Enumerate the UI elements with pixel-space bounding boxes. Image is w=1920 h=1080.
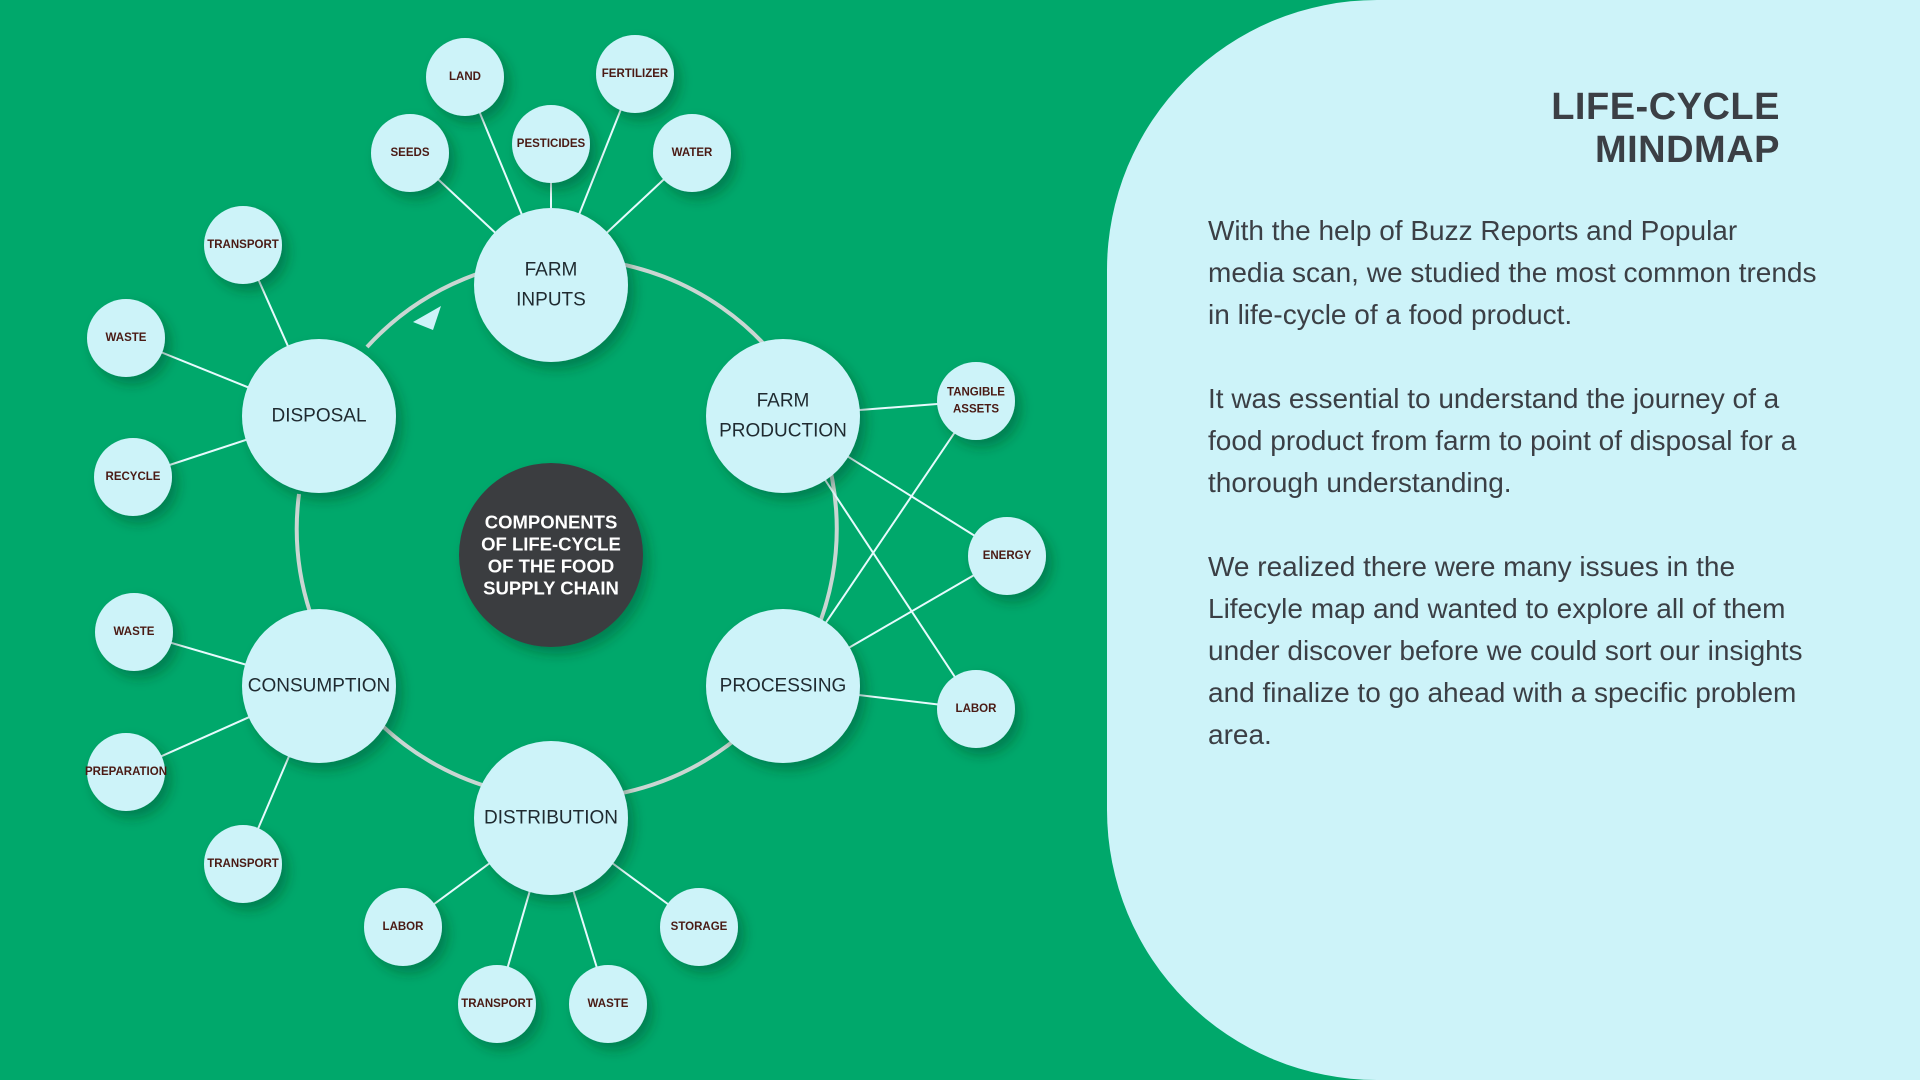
leaf-labor-distribution: LABOR: [364, 888, 442, 966]
panel-paragraph-1: With the help of Buzz Reports and Popula…: [1208, 215, 1817, 330]
stage-distribution-label: DISTRIBUTION: [484, 808, 618, 829]
leaf-waste-disposal: WASTE: [87, 299, 165, 377]
leaf-seeds-circle: [371, 114, 449, 192]
leaf-land-circle: [426, 38, 504, 116]
leaf-energy-label: ENERGY: [983, 550, 1032, 562]
leaf-land-label: LAND: [449, 71, 481, 83]
stage-farm-production-label: FARM: [757, 391, 810, 412]
leaf-preparation-circle: [87, 733, 165, 811]
leaf-waste-consumption-circle: [95, 593, 173, 671]
panel-body: With the help of Buzz Reports and Popula…: [1208, 210, 1818, 798]
stage-farm-inputs-label: INPUTS: [516, 290, 586, 311]
stage-consumption-label: CONSUMPTION: [248, 676, 391, 697]
stage-distribution-circle: [474, 741, 628, 895]
center-node-label: COMPONENTS: [485, 512, 618, 533]
leaf-pesticides-label: PESTICIDES: [517, 138, 586, 150]
leaf-tangible-assets-label: TANGIBLE: [947, 387, 1005, 399]
leaf-water-circle: [653, 114, 731, 192]
leaf-transport-consumption-circle: [204, 825, 282, 903]
leaf-transport-consumption: TRANSPORT: [204, 825, 282, 903]
stage-disposal: DISPOSAL: [242, 339, 396, 493]
leaf-recycle-label: RECYCLE: [106, 471, 161, 483]
leaf-waste-distribution-label: WASTE: [588, 998, 629, 1010]
leaf-transport-distribution-circle: [458, 965, 536, 1043]
stage-farm-inputs-label: FARM: [525, 260, 578, 281]
leaf-labor-processing-label: LABOR: [956, 703, 998, 715]
panel-title: LIFE-CYCLE MINDMAP: [1551, 86, 1780, 171]
stage-disposal-label: DISPOSAL: [271, 406, 366, 427]
leaf-preparation: PREPARATION: [85, 733, 167, 811]
leaf-water: WATER: [653, 114, 731, 192]
leaf-tangible-assets: TANGIBLE ASSETS: [937, 362, 1015, 440]
leaf-transport-disposal-label: TRANSPORT: [207, 239, 279, 251]
leaf-pesticides: PESTICIDES: [512, 105, 590, 183]
leaf-labor-processing: LABOR: [937, 670, 1015, 748]
stage-disposal-circle: [242, 339, 396, 493]
leaf-waste-disposal-circle: [87, 299, 165, 377]
leaf-labor-distribution-label: LABOR: [383, 921, 425, 933]
leaf-pesticides-circle: [512, 105, 590, 183]
center-node-circle: [459, 463, 643, 647]
leaf-transport-disposal-circle: [204, 206, 282, 284]
stage-farm-production-label: PRODUCTION: [719, 421, 847, 442]
leaf-water-label: WATER: [672, 147, 713, 159]
panel-paragraph-2: It was essential to understand the journ…: [1208, 383, 1797, 498]
stage-farm-production: FARM PRODUCTION: [706, 339, 860, 493]
leaf-seeds-label: SEEDS: [391, 147, 430, 159]
leaf-waste-consumption-label: WASTE: [114, 626, 155, 638]
stage-distribution: DISTRIBUTION: [474, 741, 628, 895]
leaf-transport-distribution: TRANSPORT: [458, 965, 536, 1043]
stage-farm-production-circle: [706, 339, 860, 493]
leaf-waste-consumption: WASTE: [95, 593, 173, 671]
node-group: FARM INPUTS FARM PRODUCTION PROCESSING DISTRI…: [85, 35, 1046, 1043]
stage-farm-inputs-circle: [474, 208, 628, 362]
leaf-seeds: SEEDS: [371, 114, 449, 192]
leaf-fertilizer: FERTILIZER: [596, 35, 674, 113]
lifecycle-mindmap: FARM INPUTS FARM PRODUCTION PROCESSING DISTRI…: [85, 35, 1046, 1043]
leaf-transport-disposal: TRANSPORT: [204, 206, 282, 284]
cycle-arrow-icon: [413, 306, 441, 330]
center-node-label: SUPPLY CHAIN: [483, 578, 619, 599]
stage-consumption-circle: [242, 609, 396, 763]
center-node-label: OF THE FOOD: [488, 556, 614, 577]
leaf-storage: STORAGE: [660, 888, 738, 966]
stage-processing-circle: [706, 609, 860, 763]
leaf-storage-label: STORAGE: [671, 921, 728, 933]
leaf-transport-distribution-label: TRANSPORT: [461, 998, 533, 1010]
leaf-labor-processing-circle: [937, 670, 1015, 748]
stage-consumption: CONSUMPTION: [242, 609, 396, 763]
stage-processing: PROCESSING: [706, 609, 860, 763]
leaf-transport-consumption-label: TRANSPORT: [207, 858, 279, 870]
leaf-tangible-assets-circle: [937, 362, 1015, 440]
stage-processing-label: PROCESSING: [720, 676, 847, 697]
stage-farm-inputs: FARM INPUTS: [474, 208, 628, 362]
leaf-land: LAND: [426, 38, 504, 116]
leaf-tangible-assets-label: ASSETS: [953, 404, 999, 416]
leaf-energy: ENERGY: [968, 517, 1046, 595]
leaf-recycle: RECYCLE: [94, 438, 172, 516]
leaf-fertilizer-label: FERTILIZER: [602, 68, 669, 80]
leaf-waste-distribution: WASTE: [569, 965, 647, 1043]
leaf-waste-disposal-label: WASTE: [106, 332, 147, 344]
info-panel: [1107, 0, 1920, 1080]
leaf-storage-circle: [660, 888, 738, 966]
panel-paragraph-3: We realized there were many issues in th…: [1208, 551, 1803, 750]
leaf-preparation-label: PREPARATION: [85, 766, 167, 778]
leaf-fertilizer-circle: [596, 35, 674, 113]
leaf-labor-distribution-circle: [364, 888, 442, 966]
leaf-recycle-circle: [94, 438, 172, 516]
leaf-energy-circle: [968, 517, 1046, 595]
leaf-waste-distribution-circle: [569, 965, 647, 1043]
center-node-label: OF LIFE-CYCLE: [481, 534, 621, 555]
